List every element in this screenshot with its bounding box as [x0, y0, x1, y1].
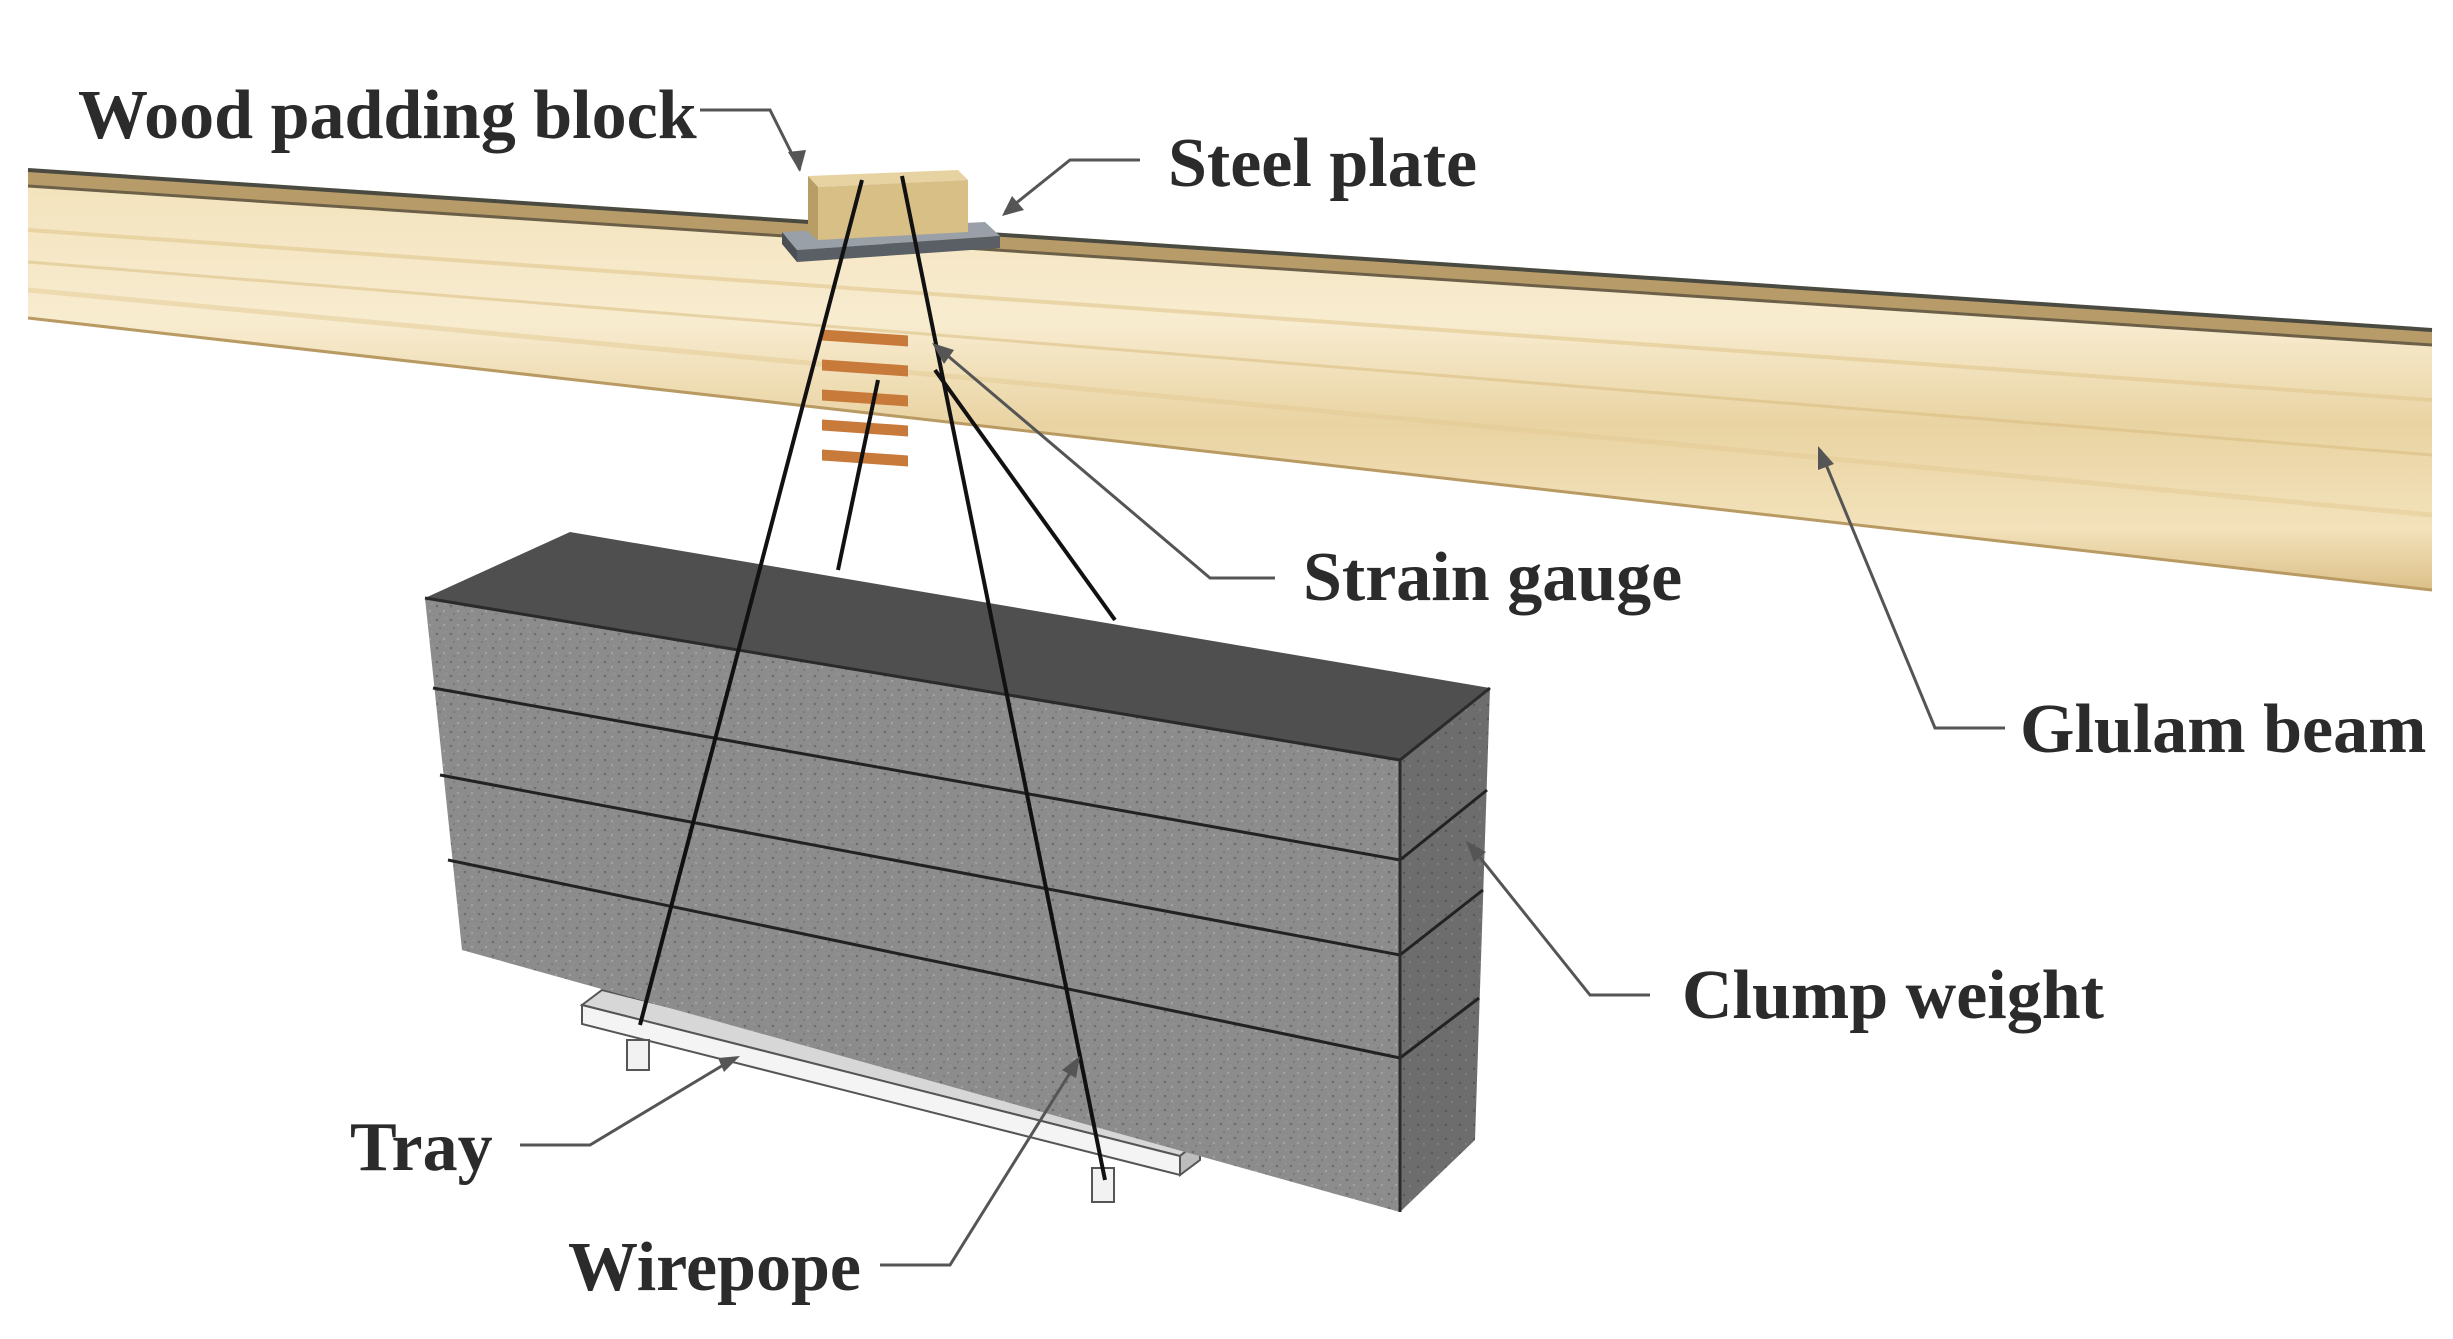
wirepope-front: [638, 175, 1107, 1181]
clump-weight: [424, 532, 1491, 1212]
label-wood-padding-block: Wood padding block: [78, 77, 697, 154]
label-strain-gauge: Strain gauge: [1303, 539, 1682, 616]
label-clump-weight: Clump weight: [1682, 957, 2104, 1034]
label-steel-plate: Steel plate: [1168, 125, 1477, 202]
glulam-beam: [27, 168, 2433, 592]
wood-padding-block: [808, 170, 968, 240]
wirepope-back: [836, 368, 1117, 622]
leader-lines: [520, 108, 2005, 1267]
label-tray: Tray: [350, 1109, 493, 1186]
strain-gauge: [822, 329, 908, 467]
label-wirepope: Wirepope: [568, 1229, 861, 1306]
label-glulam-beam: Glulam beam: [2020, 691, 2426, 768]
